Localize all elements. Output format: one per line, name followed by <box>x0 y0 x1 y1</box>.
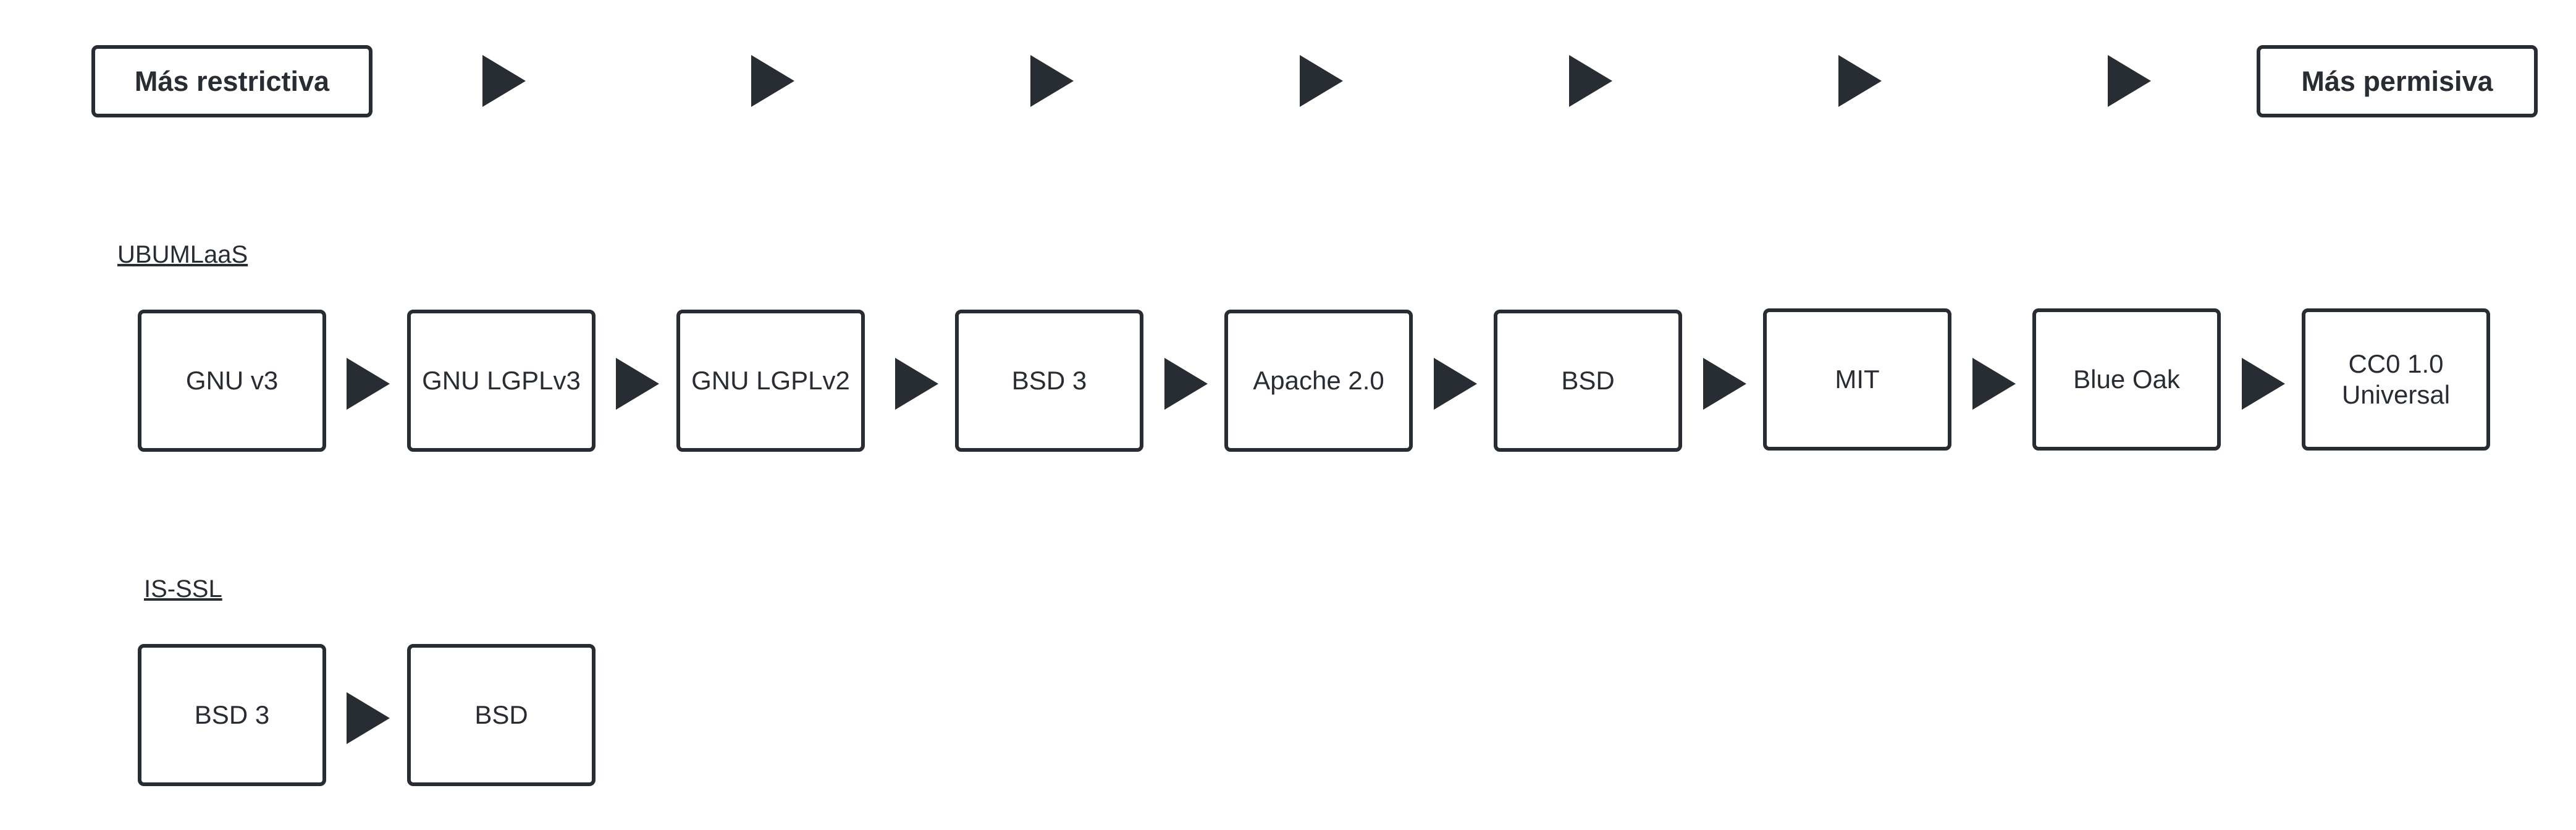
license-node: GNU v3 <box>138 310 326 452</box>
arrow-icon <box>2242 358 2285 410</box>
license-node: BSD <box>407 644 596 786</box>
license-node: BSD 3 <box>955 310 1143 452</box>
group-label-ubumlaas: UBUMLaaS <box>117 241 248 268</box>
arrow-icon <box>347 692 390 744</box>
most-restrictive-label: Más restrictiva <box>91 45 373 117</box>
arrow-icon <box>616 358 659 410</box>
scale-arrow-icon <box>2108 55 2151 107</box>
arrow-icon <box>1703 358 1746 410</box>
scale-arrow-icon <box>1030 55 1074 107</box>
arrow-icon <box>1164 358 1208 410</box>
license-node: GNU LGPLv3 <box>407 310 596 452</box>
scale-arrow-icon <box>1838 55 1882 107</box>
license-node: BSD 3 <box>138 644 326 786</box>
license-node: Apache 2.0 <box>1224 310 1413 452</box>
scale-arrow-icon <box>1569 55 1612 107</box>
arrow-icon <box>347 358 390 410</box>
arrow-icon <box>895 358 938 410</box>
license-node: CC0 1.0 Universal <box>2302 308 2490 451</box>
scale-arrow-icon <box>1300 55 1343 107</box>
scale-arrow-icon <box>482 55 526 107</box>
scale-arrow-icon <box>751 55 794 107</box>
most-permissive-label: Más permisiva <box>2257 45 2538 117</box>
group-label-is-ssl: IS-SSL <box>144 575 222 603</box>
license-node: Blue Oak <box>2032 308 2221 451</box>
license-node: MIT <box>1763 308 1951 451</box>
license-node: GNU LGPLv2 <box>676 310 865 452</box>
arrow-icon <box>1434 358 1477 410</box>
license-node: BSD <box>1494 310 1682 452</box>
arrow-icon <box>1972 358 2016 410</box>
